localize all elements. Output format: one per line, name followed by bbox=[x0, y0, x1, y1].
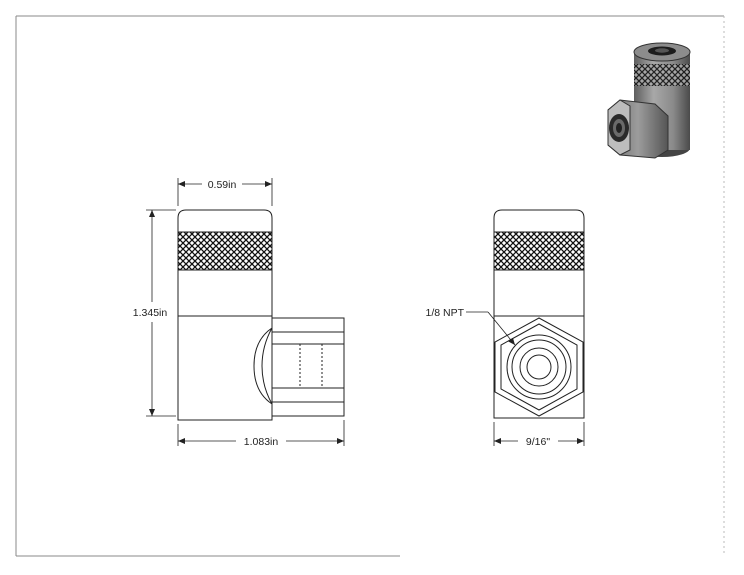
front-view bbox=[177, 209, 345, 421]
dimension-length-bottom bbox=[177, 420, 345, 446]
side-view bbox=[493, 209, 585, 419]
isometric-view bbox=[607, 42, 691, 159]
dimension-width-label: 0.59in bbox=[208, 179, 237, 191]
dimension-width-top bbox=[177, 178, 273, 206]
sheet-border bbox=[15, 15, 725, 557]
dimension-height-left bbox=[146, 209, 176, 417]
dimension-height-label: 1.345in bbox=[133, 307, 168, 319]
dimension-hex-bottom bbox=[493, 422, 585, 446]
thread-callout-label: 1/8 NPT bbox=[425, 307, 464, 319]
dimension-hex-label: 9/16" bbox=[526, 436, 550, 448]
thread-callout-leader bbox=[466, 311, 516, 346]
dimension-length-label: 1.083in bbox=[244, 436, 279, 448]
